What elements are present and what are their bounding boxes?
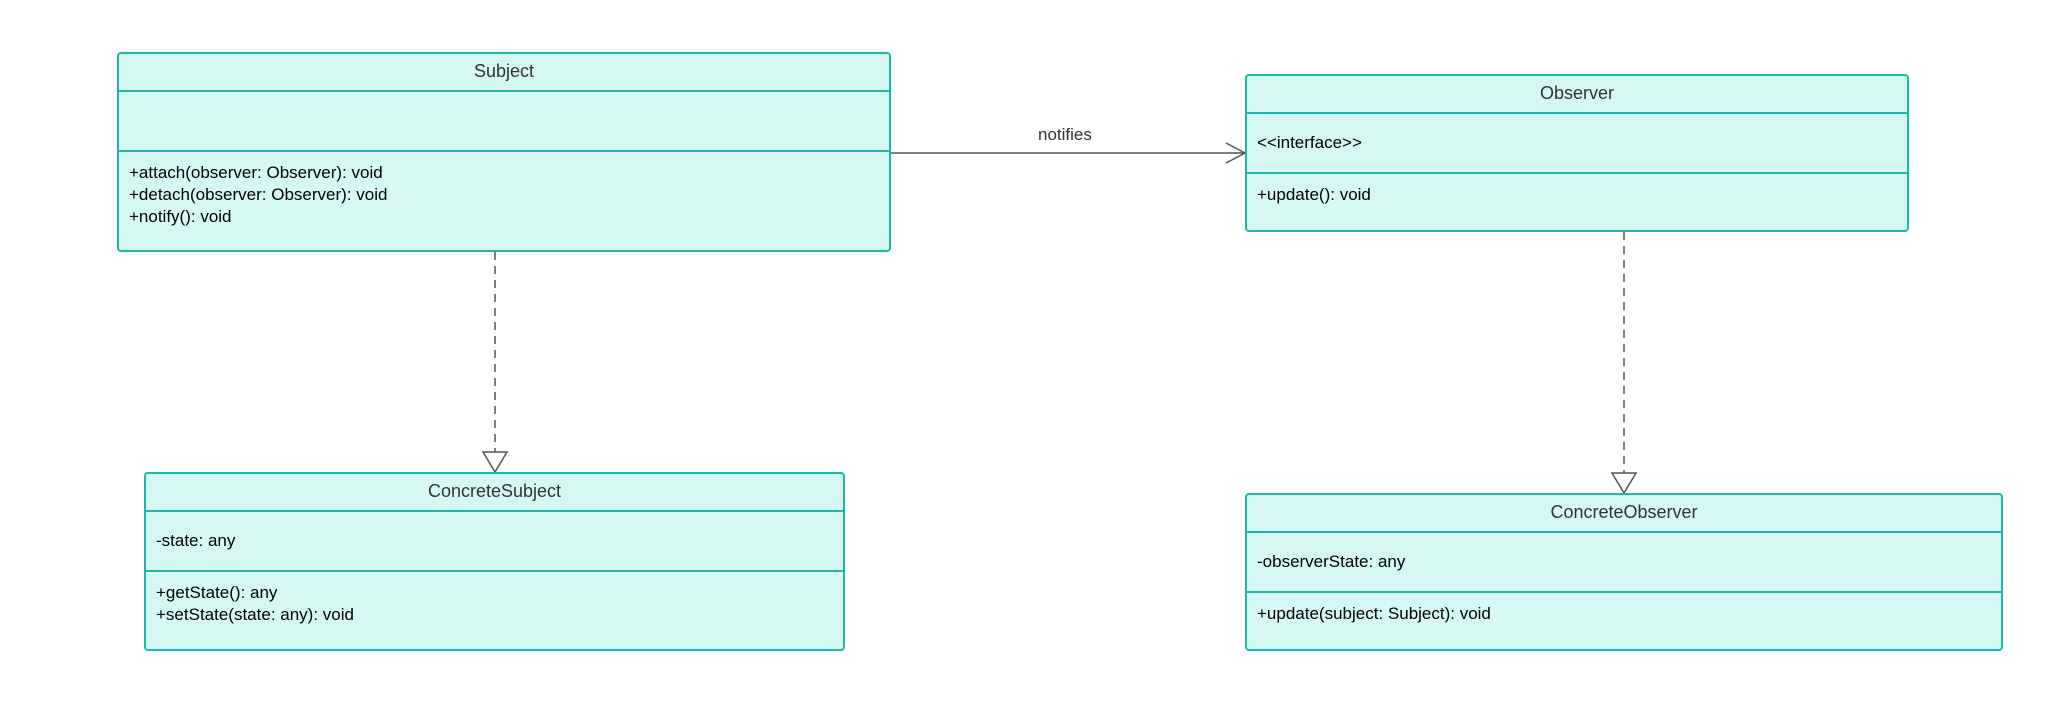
class-observer-attributes: <<interface>> (1247, 114, 1907, 174)
class-concrete-subject[interactable]: ConcreteSubject -state: any +getState():… (144, 472, 845, 651)
method-update: +update(): void (1257, 185, 1371, 204)
method-set-state: +setState(state: any): void (156, 605, 354, 624)
class-observer-methods: +update(): void (1247, 174, 1907, 206)
method-detach: +detach(observer: Observer): void (129, 185, 388, 204)
class-observer-name: Observer (1247, 76, 1907, 114)
class-subject[interactable]: Subject +attach(observer: Observer): voi… (117, 52, 891, 252)
class-observer[interactable]: Observer <<interface>> +update(): void (1245, 74, 1909, 232)
subject-realization-triangle-icon (481, 451, 509, 474)
observer-realization-triangle-icon (1610, 472, 1638, 495)
method-update-subject: +update(subject: Subject): void (1257, 604, 1491, 623)
class-concrete-observer-methods: +update(subject: Subject): void (1247, 593, 2001, 625)
notifies-arrowhead-icon (1225, 142, 1247, 164)
class-subject-methods: +attach(observer: Observer): void +detac… (119, 152, 889, 228)
class-concrete-observer-name: ConcreteObserver (1247, 495, 2001, 533)
class-subject-name: Subject (119, 54, 889, 92)
method-notify: +notify(): void (129, 207, 232, 226)
class-concrete-subject-name: ConcreteSubject (146, 474, 843, 512)
attribute-state: -state: any (156, 531, 236, 550)
class-concrete-observer-attributes: -observerState: any (1247, 533, 2001, 593)
stereotype-interface: <<interface>> (1257, 133, 1362, 152)
method-get-state: +getState(): any (156, 583, 278, 602)
class-concrete-subject-attributes: -state: any (146, 512, 843, 572)
attribute-observer-state: -observerState: any (1257, 552, 1406, 571)
class-concrete-observer[interactable]: ConcreteObserver -observerState: any +up… (1245, 493, 2003, 651)
class-concrete-subject-methods: +getState(): any +setState(state: any): … (146, 572, 843, 626)
notifies-label: notifies (1038, 125, 1092, 144)
method-attach: +attach(observer: Observer): void (129, 163, 383, 182)
class-subject-attributes (119, 92, 889, 152)
